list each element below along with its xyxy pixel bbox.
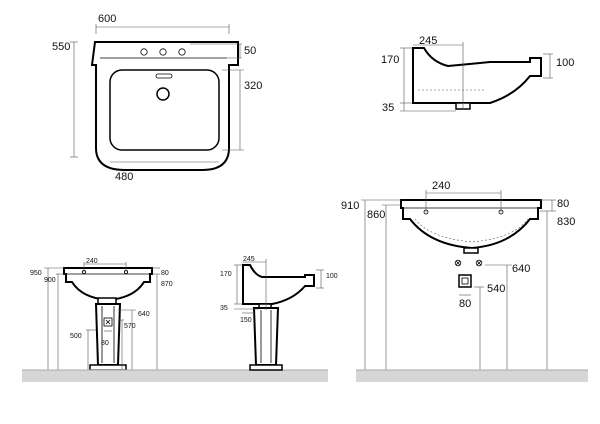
side-dim-245: 245 [419,35,437,47]
front-dim-80: 80 [557,198,569,210]
side-view: 245 170 100 35 [381,35,574,114]
ped-dim-80: 80 [161,270,169,277]
fixing-bolt-left [454,259,462,267]
dim-320: 320 [244,80,262,92]
tap-hole-right [178,48,186,56]
ped-dim-950: 950 [30,270,42,277]
front-dim-640: 640 [512,263,530,275]
tap-hole-center [159,48,167,56]
front-dim-860: 860 [367,209,385,221]
ped-basin-body [63,267,153,302]
front-view-large: 240 910 860 80 830 640 540 80 [341,180,588,382]
ped-side-dim-150: 150 [240,317,252,324]
ped-dim-900: 900 [44,277,56,284]
front-dim-plate-80: 80 [459,298,471,310]
pedestal-front-view: 240 950 900 80 870 640 570 500 80 [22,258,328,382]
fixing-bolt-right [475,259,483,267]
front-dim-540: 540 [487,283,505,295]
ped-dim-870: 870 [161,281,173,288]
top-view: 600 550 50 320 480 [52,13,262,183]
front-dim-830: 830 [557,216,575,228]
ped-base [89,364,127,371]
pipe-plate [458,274,472,288]
basin-bowl [109,69,220,151]
overflow-slot [155,73,173,79]
dim-50: 50 [244,45,256,57]
ped-side-basin [242,264,315,305]
front-basin-body [400,199,542,250]
drain-hole [156,87,170,101]
floor-left [22,370,328,382]
dim-480: 480 [115,171,133,183]
ped-side-column [252,307,280,366]
ped-side-dim-170: 170 [220,271,232,278]
front-dim-910: 910 [341,200,359,212]
front-dim-240: 240 [432,180,450,192]
dim-600: 600 [98,13,116,25]
dim-550: 550 [52,41,70,53]
pedestal-side-view: 245 170 100 35 150 [220,256,338,371]
ped-column [94,303,122,366]
tap-hole-left [140,48,148,56]
ped-side-base [249,364,283,371]
side-dim-170: 170 [381,54,399,66]
ped-dim-570: 570 [124,323,136,330]
ped-pipe-plate [103,317,113,327]
floor-right [356,370,588,382]
side-dim-35: 35 [382,102,394,114]
ped-side-dim-35: 35 [220,305,228,312]
side-basin-body [412,47,542,104]
ped-side-dim-245: 245 [243,256,255,263]
ped-dim-240: 240 [86,258,98,265]
side-dim-100: 100 [556,57,574,69]
ped-side-dim-100: 100 [326,273,338,280]
ped-dim-500: 500 [70,333,82,340]
ped-dim-640: 640 [138,311,150,318]
ped-dim-plate-80: 80 [101,340,109,347]
front-waste-outlet [463,247,479,254]
